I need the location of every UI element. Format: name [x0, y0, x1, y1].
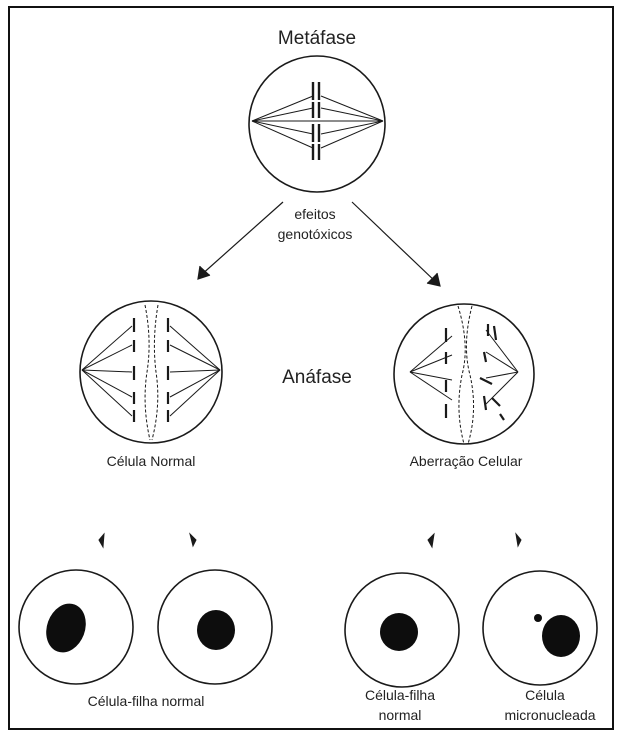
nucleus [40, 598, 93, 658]
aberration-anaphase-cell [394, 304, 534, 444]
micronucleated-line2: micronucleada [490, 707, 610, 723]
effects-label-line2: genotóxicos [260, 226, 370, 242]
nucleus [380, 613, 418, 651]
daughter-cell-1 [19, 570, 133, 684]
small-arrows [99, 534, 521, 547]
normal-cell-label: Célula Normal [66, 453, 236, 469]
daughter-cell-2 [158, 570, 272, 684]
nucleus [197, 610, 235, 650]
micronucleated-cell [483, 571, 597, 685]
daughter-normal-right-line2: normal [340, 707, 460, 723]
normal-anaphase-cell [80, 301, 222, 443]
arrow-to-aberration [352, 202, 440, 286]
daughter-cell-3 [345, 573, 459, 687]
daughter-normal-label: Célula-filha normal [56, 693, 236, 709]
nucleus [542, 615, 580, 657]
micronucleated-line1: Célula [490, 687, 600, 703]
metaphase-cell [249, 56, 385, 192]
effects-label-line1: efeitos [270, 206, 360, 222]
micronucleus [534, 614, 542, 622]
anaphase-label: Anáfase [262, 367, 372, 389]
daughter-normal-right-line1: Célula-filha [340, 687, 460, 703]
metaphase-label: Metáfase [262, 28, 372, 50]
aberration-label: Aberração Celular [386, 453, 546, 469]
